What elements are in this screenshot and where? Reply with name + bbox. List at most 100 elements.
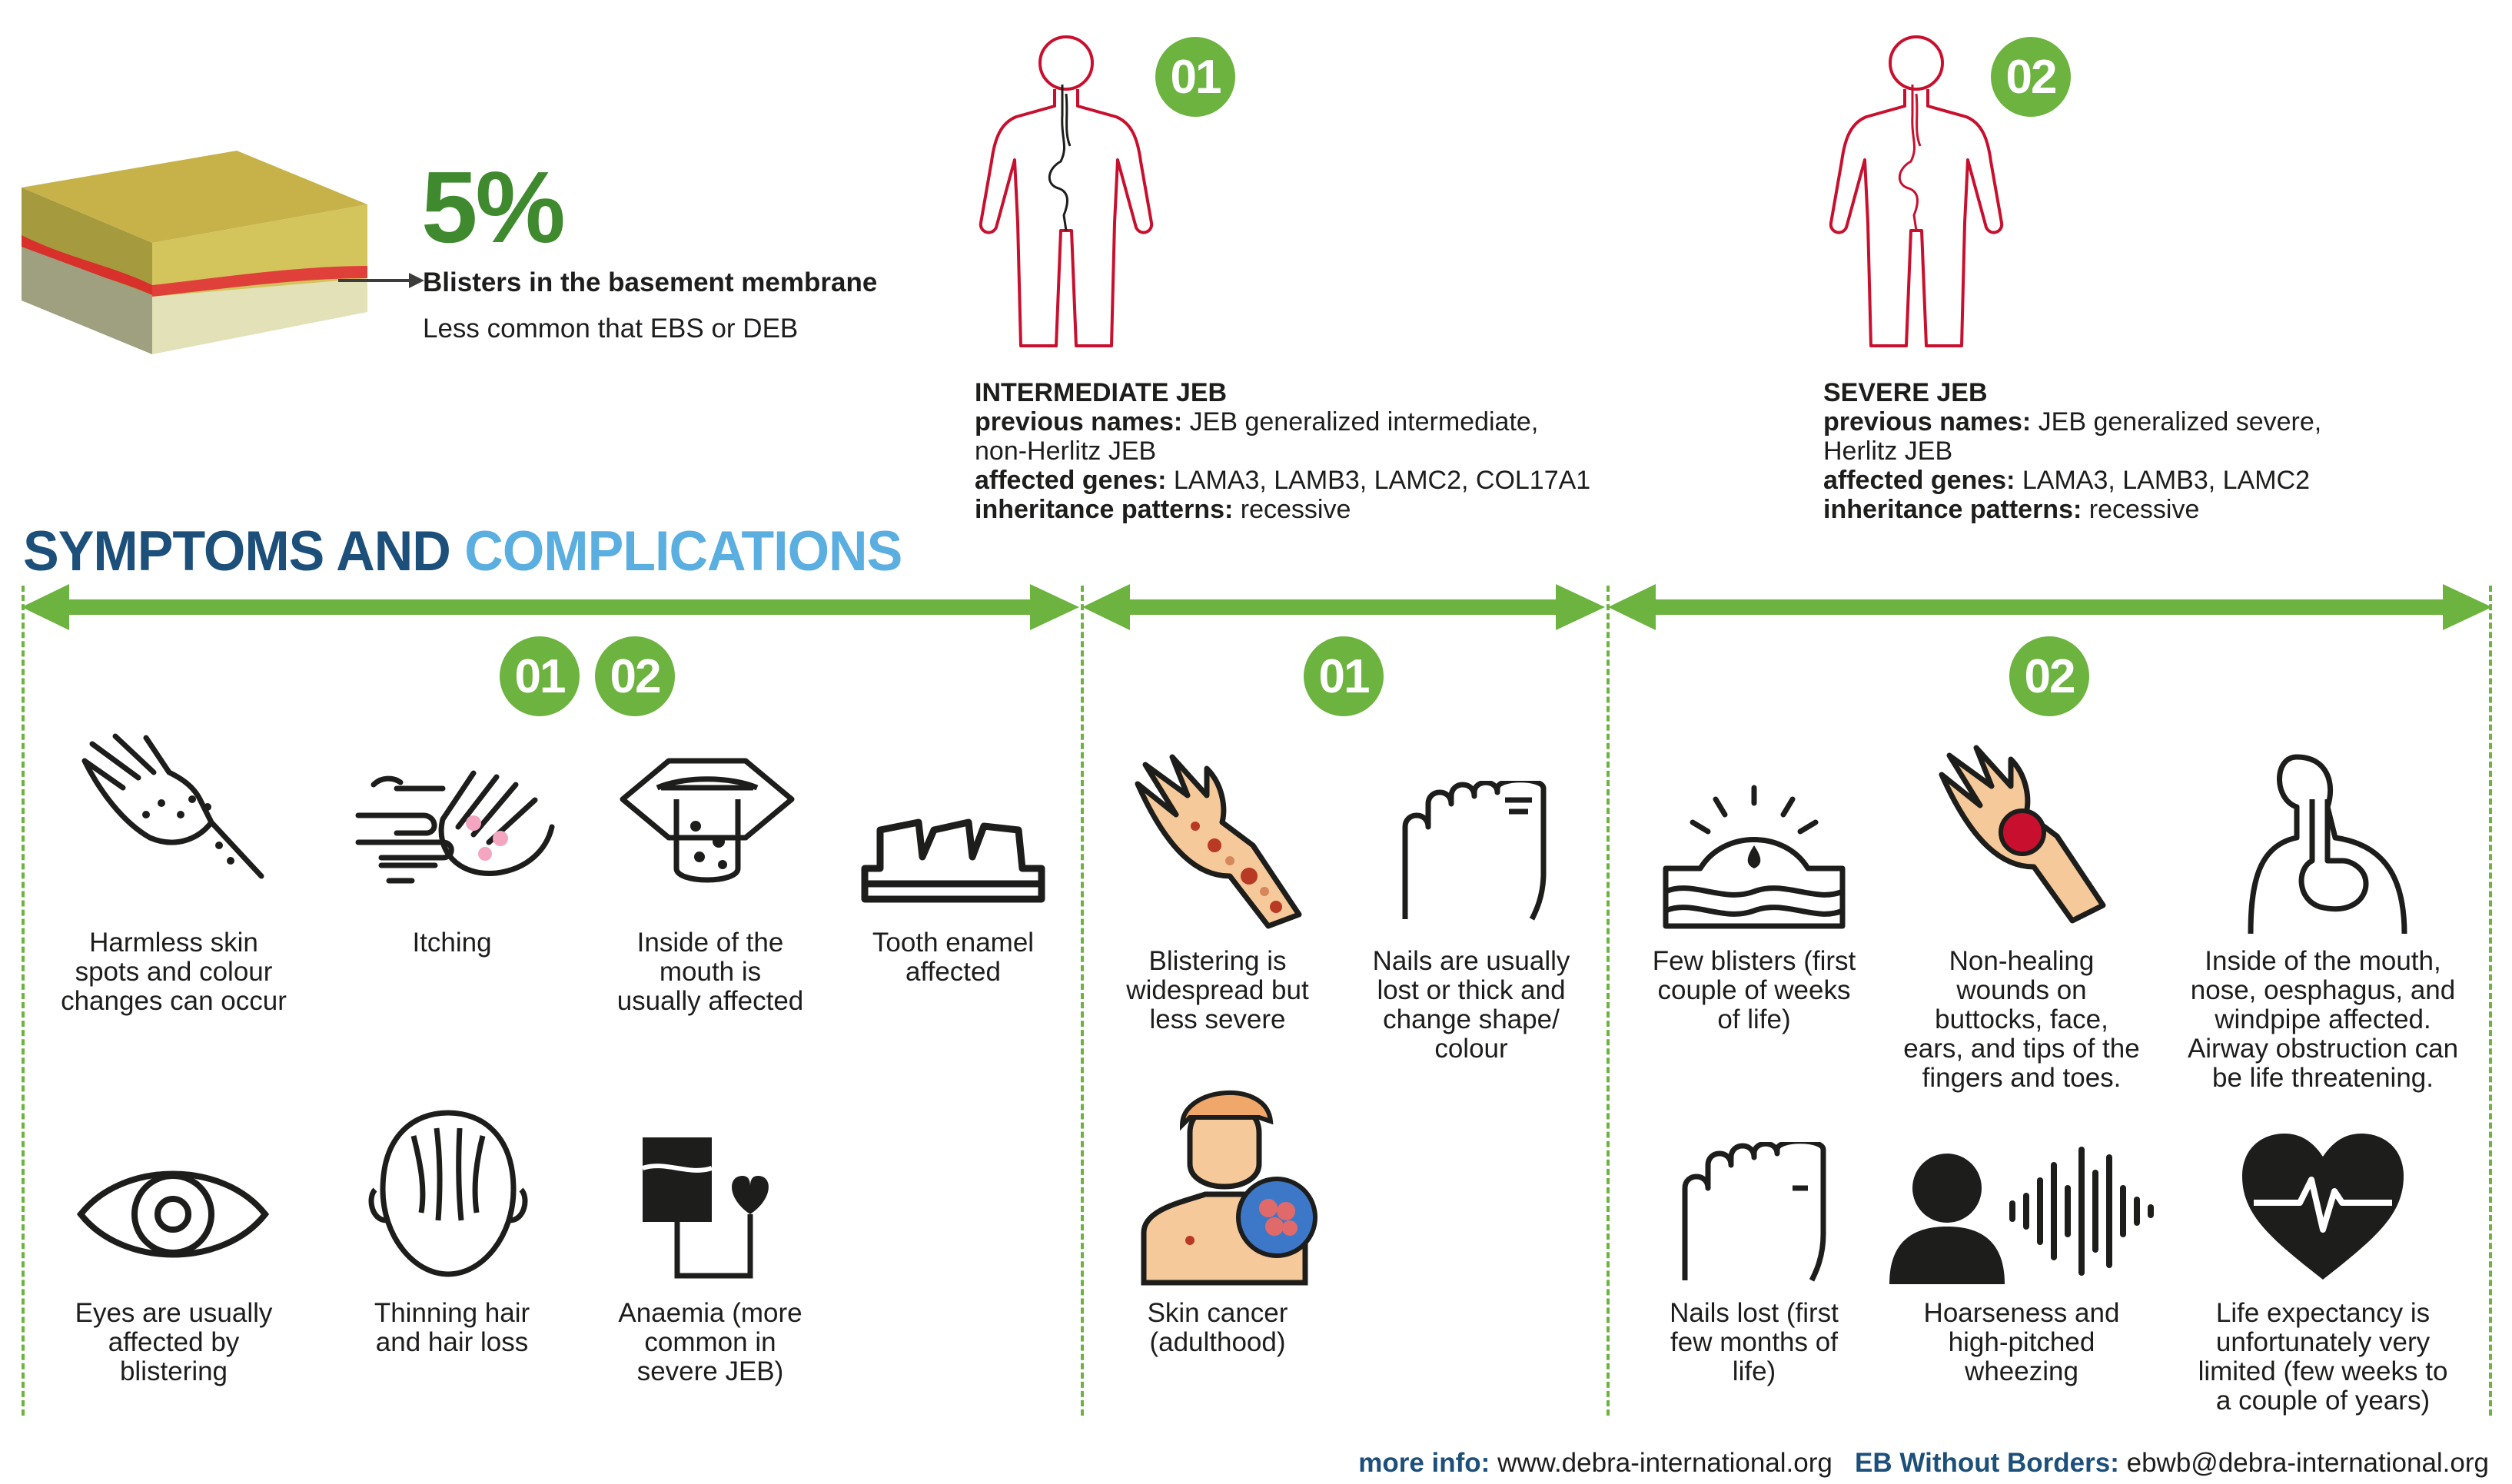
caption-line: ears, and tips of the [1903,1034,2140,1064]
inheritance-value: recessive [1240,495,1351,524]
caption-line: Tooth enamel [872,928,1035,958]
caption-line: buttocks, face, [1935,1004,2108,1034]
caption-line: a couple of years) [2215,1386,2431,1416]
caption-line: Nails lost (first [1670,1298,1839,1328]
section-title-part1: SYMPTOMS AND [23,520,451,583]
caption-line: Hoarseness and [1923,1298,2120,1328]
column-divider [2489,586,2492,1416]
foot-nails-lost-icon [1682,1142,1826,1282]
heartbeat-icon [2242,1134,2404,1280]
group-badge-02: 02 [595,636,675,716]
caption-line: couple of weeks [1657,975,1851,1005]
ebwb-email-link[interactable]: ebwb@debra-international.org [2126,1448,2489,1478]
caption-line: Itching [412,928,492,958]
caption-line: limited (few weeks to [2198,1356,2448,1386]
caption-line: fingers and toes. [1922,1063,2122,1093]
caption-line: widespread but [1126,975,1309,1005]
skin-blister-icon [1663,785,1846,929]
section-title: SYMPTOMS AND COMPLICATIONS [23,521,902,581]
caption-line: Inside of the mouth, [2205,946,2441,976]
caption-line: lost or thick and [1377,975,1566,1005]
caption-line: blistering [119,1356,228,1386]
previous-names-value: JEB generalized severe, [2038,407,2322,437]
caption-line: and hair loss [375,1327,529,1357]
skin-cancer-icon [1141,1090,1317,1286]
caption-line: common in [644,1327,776,1357]
caption-line: Airway obstruction can [2187,1034,2459,1064]
foot-nails-icon [1402,781,1547,921]
body-outline-icon [979,35,1154,347]
caption-line: Life expectancy is [2215,1298,2431,1328]
range-arrows [22,584,2492,630]
type-badge-02: 02 [1991,37,2071,117]
caption-line: Blistering is [1148,946,1287,976]
caption-line: of life) [1717,1004,1791,1034]
type-info-intermediate: INTERMEDIATE JEB previous names: JEB gen… [975,378,1666,524]
stat-value: 5% [421,151,566,264]
column-divider [22,586,25,1416]
hair-loss-icon [368,1110,528,1277]
caption-line: Eyes are usually [75,1298,273,1328]
pointer-arrow-icon [338,273,424,288]
caption-line: affected [905,957,1001,987]
caption-line: Thinning hair [374,1298,530,1328]
caption-line: Nails are usually [1372,946,1570,976]
caption-line: Anaemia (more [618,1298,802,1328]
teeth-icon [861,818,1045,903]
group-badge-01: 01 [500,636,580,716]
caption-line: usually affected [616,986,804,1016]
symptom-caption: Inside of the mouth,nose, oesphagus, and… [2161,947,2484,1093]
genes-value: LAMA3, LAMB3, LAMC2, COL17A1 [1173,466,1591,495]
caption-line: wheezing [1965,1356,2078,1386]
caption-line: less severe [1149,1004,1286,1034]
caption-line: unfortunately very [2215,1327,2431,1357]
more-info-label: more info: [1358,1448,1490,1478]
caption-line: severe JEB) [636,1356,784,1386]
caption-line: high-pitched [1948,1327,2095,1357]
caption-line: colour [1434,1034,1508,1064]
footer: more info: www.debra-international.org E… [1358,1448,2489,1479]
stat-label: Blisters in the basement membrane [423,267,878,297]
previous-names-label: previous names: [975,407,1183,437]
genes-label: affected genes: [975,466,1167,495]
symptom-caption: Skin cancer(adulthood) [1095,1299,1341,1357]
blistered-hand-icon [1135,754,1302,929]
previous-names-value: JEB generalized intermediate, [1189,407,1539,437]
more-info-link[interactable]: www.debra-international.org [1497,1448,1832,1478]
caption-line: Non-healing [1949,946,2095,976]
itching-hands-icon [355,770,555,884]
previous-names-value-cont: Herlitz JEB [1823,437,1953,466]
ebwb-label: EB Without Borders: [1855,1448,2119,1478]
type-title: SEVERE JEB [1823,378,1988,407]
previous-names-label: previous names: [1823,407,2032,437]
inheritance-value: recessive [2088,495,2200,524]
wound-hand-icon [1939,745,2106,924]
hand-spots-icon [81,733,264,879]
voice-icon [1889,1147,2154,1284]
airway-icon [2248,754,2407,935]
stat-note: Less common that EBS or DEB [423,314,799,344]
caption-line: wounds on [1956,975,2087,1005]
caption-line: changes can occur [61,986,287,1016]
symptom-caption: Itching [329,928,575,958]
type-info-severe: SEVERE JEB previous names: JEB generaliz… [1823,378,2484,524]
caption-line: mouth is [659,957,762,987]
caption-line: Harmless skin [89,928,258,958]
inheritance-label: inheritance patterns: [975,495,1234,524]
caption-line: be life threatening. [2212,1063,2434,1093]
caption-line: (adulthood) [1149,1327,1286,1357]
caption-line: spots and colour [75,957,273,987]
caption-line: Skin cancer [1147,1298,1288,1328]
caption-line: change shape/ [1383,1004,1560,1034]
caption-line: windpipe affected. [2215,1004,2431,1034]
skin-layers-icon [22,151,367,354]
